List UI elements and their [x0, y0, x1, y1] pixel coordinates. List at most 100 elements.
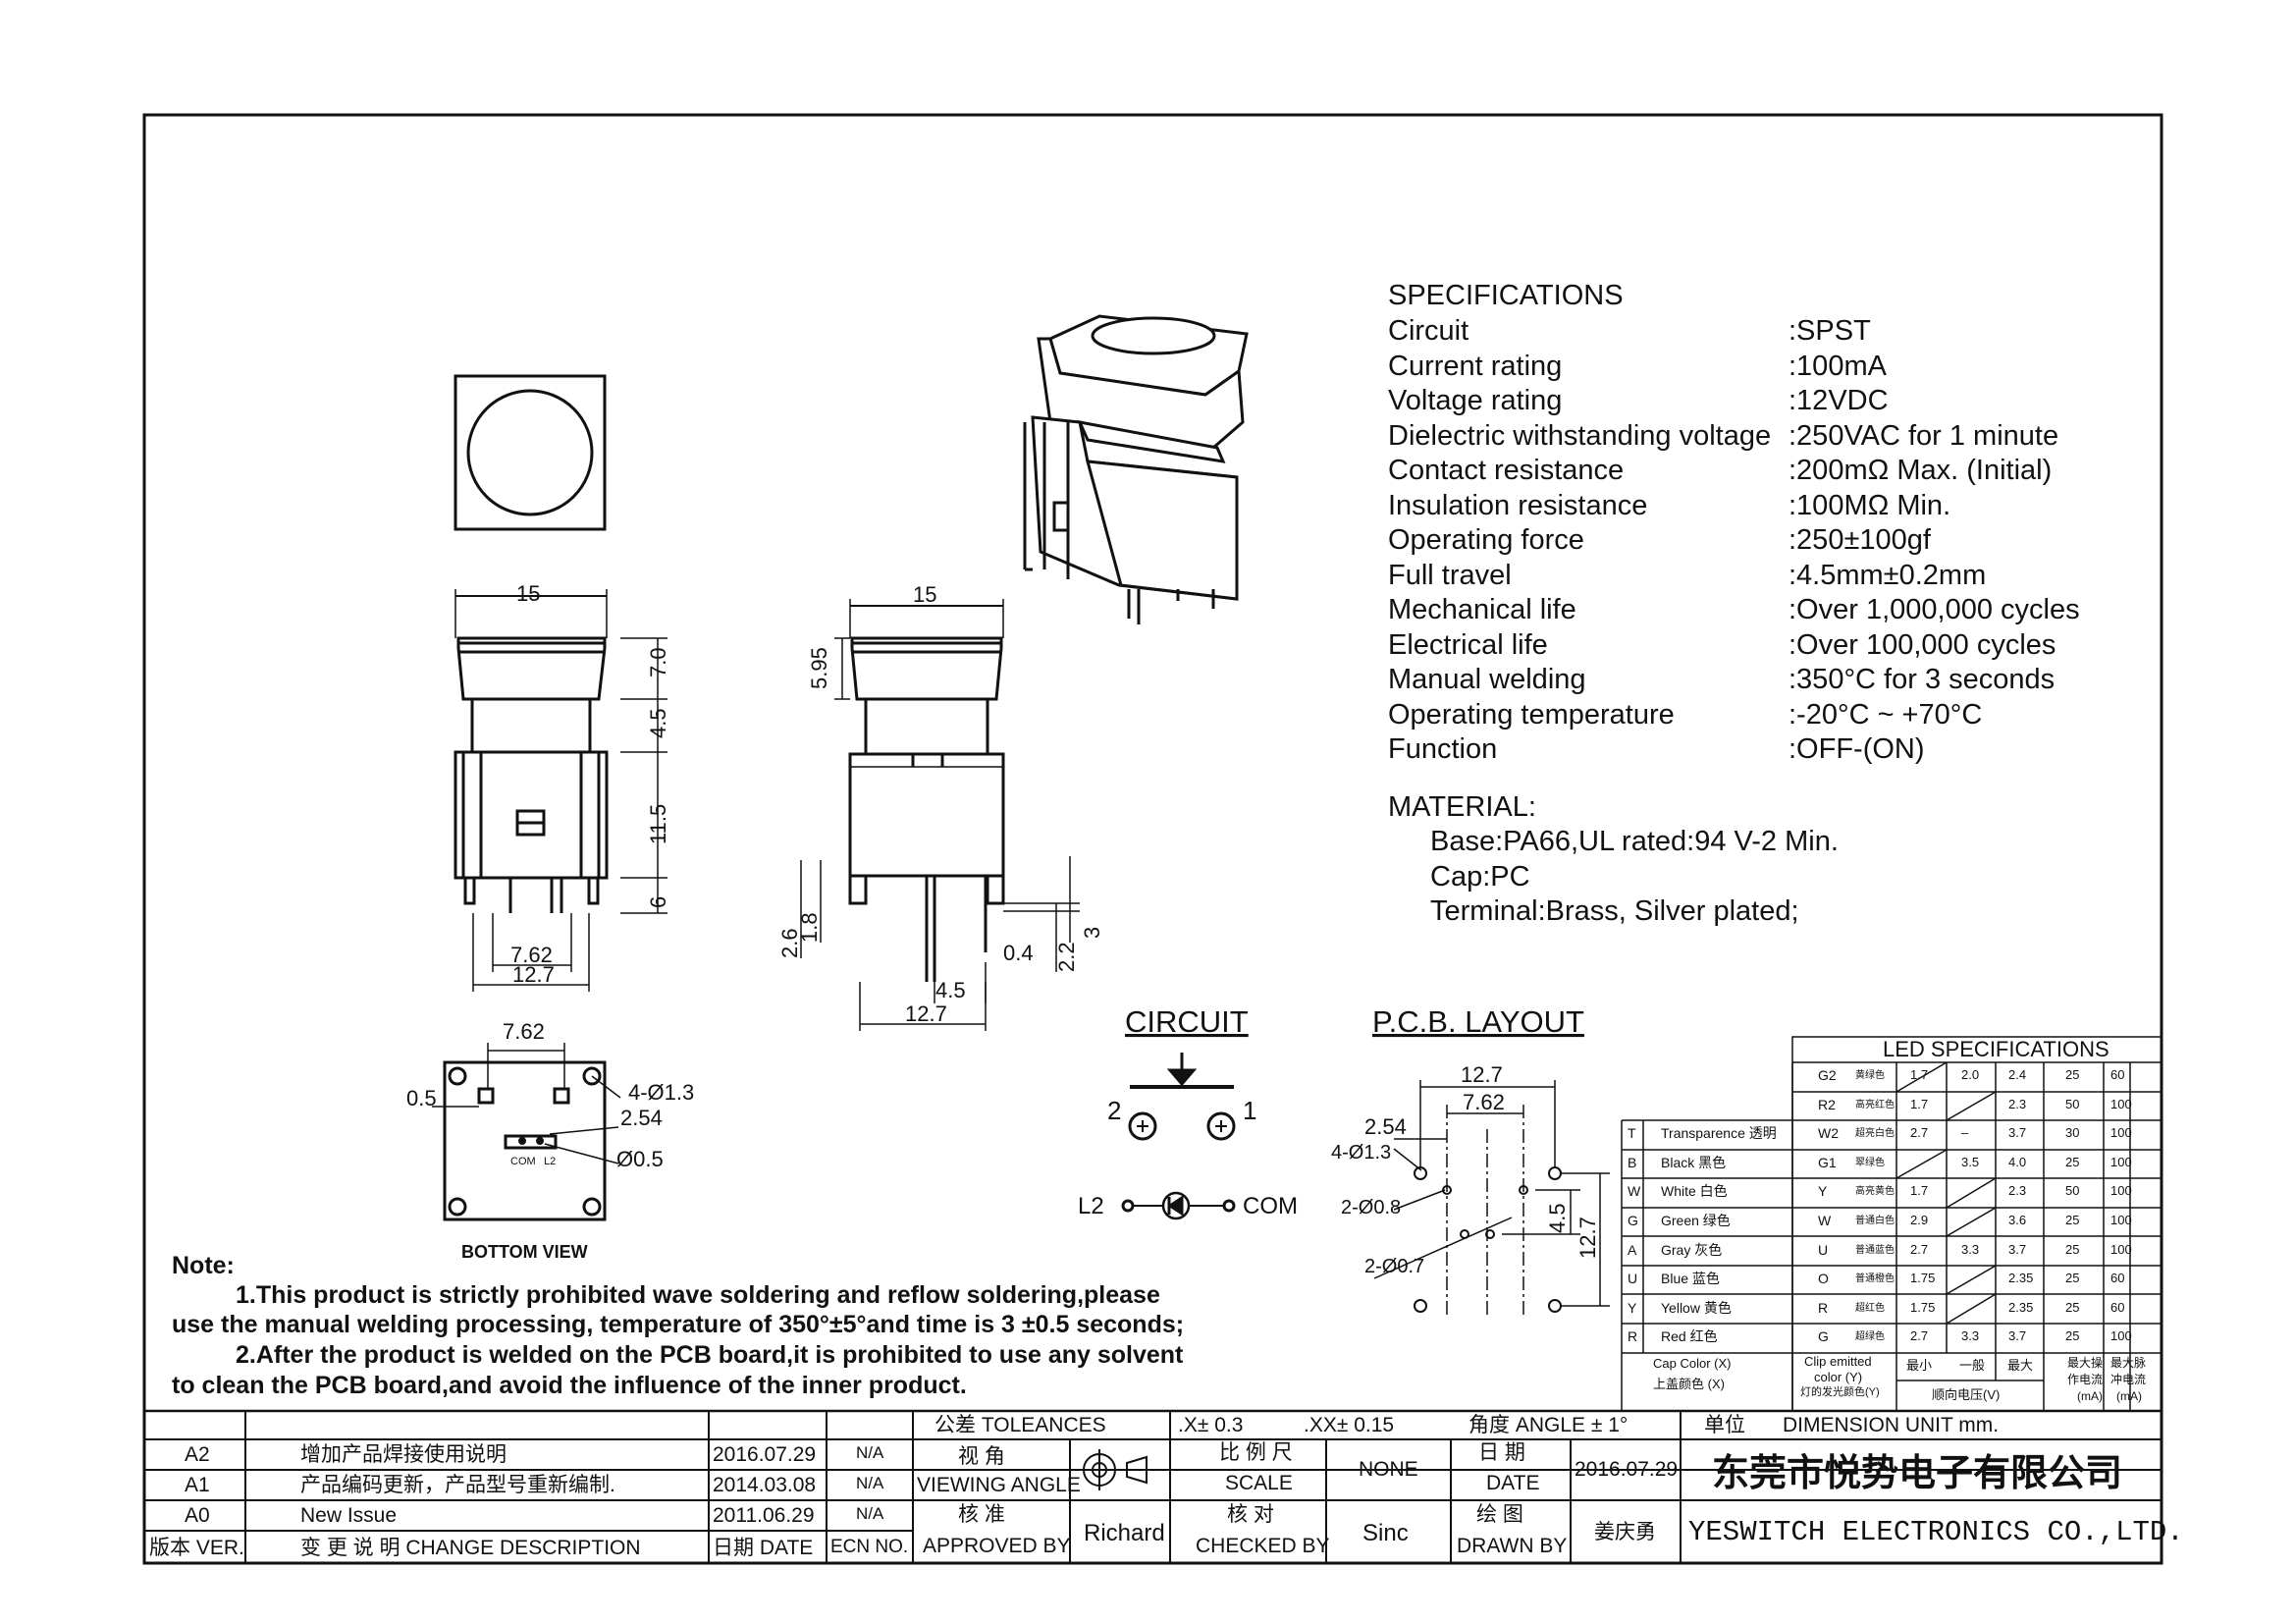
- spec-label: Circuit: [1388, 315, 1469, 347]
- led-cell-code: G1: [1818, 1154, 1837, 1170]
- spec-label: Insulation resistance: [1388, 490, 1648, 521]
- spec-label: Operating temperature: [1388, 699, 1675, 731]
- led-cell-ma: 25: [2065, 1299, 2080, 1315]
- led-cell-v2: 3.3: [1961, 1328, 1980, 1344]
- circuit-title: CIRCUIT: [1125, 1004, 1249, 1039]
- spec-value: :OFF-(ON): [1789, 733, 1925, 765]
- bottom-pitch-label: 7.62: [503, 1019, 545, 1044]
- front-pitch-label: 7.62: [510, 943, 553, 967]
- led-footer-max: 最大: [2007, 1358, 2034, 1373]
- led-cell-pk: 100: [2110, 1328, 2132, 1344]
- led-cell-cap: Transparence 透明: [1661, 1125, 1777, 1142]
- led-cell-side: U: [1628, 1271, 1638, 1287]
- led-cell-code: G: [1818, 1328, 1829, 1345]
- led-cell-pk: 100: [2110, 1154, 2132, 1169]
- revision-ver: A2: [185, 1443, 210, 1466]
- led-cell-side: A: [1628, 1241, 1637, 1258]
- revision-ver: A1: [185, 1474, 210, 1496]
- company-name-cn: 东莞市悦势电子有限公司: [1712, 1453, 2123, 1494]
- tolerance-1: .X± 0.3: [1178, 1414, 1244, 1436]
- led-cell-v3: 3.6: [2008, 1213, 2027, 1227]
- spec-value: :250±100gf: [1789, 524, 1931, 556]
- spec-value: :SPST: [1789, 315, 1871, 347]
- bottom-com-label: COM: [510, 1156, 536, 1167]
- revision-header-date: 日期 DATE: [713, 1537, 814, 1559]
- company-name-en: YESWITCH ELECTRONICS CO.,LTD.: [1688, 1516, 2184, 1548]
- led-cell-pk: 60: [2110, 1299, 2125, 1315]
- revision-desc: 增加产品焊接使用说明: [300, 1443, 507, 1466]
- pcb-pitch-label: 7.62: [1463, 1090, 1505, 1114]
- angle-tolerance: 角度 ANGLE ± 1°: [1468, 1414, 1629, 1436]
- led-footer-cap-color-cn: 上盖颜色 (X): [1653, 1377, 1725, 1391]
- side-dim-3: 4.5: [935, 978, 966, 1002]
- led-footer-typ: 一般: [1959, 1358, 1986, 1373]
- led-cell-v1: 1.7: [1910, 1183, 1929, 1199]
- revision-date: 2016.07.29: [713, 1443, 817, 1466]
- spec-label: Current rating: [1388, 351, 1563, 382]
- led-cell-v3: 3.7: [2008, 1328, 2027, 1344]
- led-cell-side: G: [1628, 1213, 1638, 1228]
- front-body-height-label: 11.5: [646, 804, 670, 844]
- spec-value: :200mΩ Max. (Initial): [1789, 455, 2053, 486]
- led-cell-v3: 2.3: [2008, 1096, 2027, 1111]
- spec-label: Mechanical life: [1388, 594, 1576, 625]
- pcb-v1-label: 4.5: [1545, 1203, 1570, 1233]
- led-cell-cap: Green 绿色: [1661, 1213, 1731, 1228]
- led-cell-ma: 50: [2065, 1183, 2080, 1199]
- led-cell-code: R: [1818, 1299, 1829, 1316]
- led-cell-pk: 100: [2110, 1183, 2132, 1199]
- circuit-com-label: COM: [1243, 1193, 1298, 1219]
- led-footer-clip2: color (Y): [1814, 1370, 1863, 1384]
- side-view: [800, 599, 1080, 1031]
- bottom-offset-label: 0.5: [406, 1086, 437, 1110]
- revision-desc: New Issue: [300, 1504, 398, 1527]
- spec-value: :Over 1,000,000 cycles: [1789, 594, 2080, 625]
- bottom-view-caption: BOTTOM VIEW: [461, 1242, 588, 1262]
- led-footer-clip-cn: 灯的发光颜色(Y): [1800, 1386, 1880, 1398]
- tolerance-2: .XX± 0.15: [1304, 1414, 1395, 1436]
- pcb-layout-diagram: [1373, 1080, 1610, 1316]
- top-view: [454, 374, 607, 531]
- spec-label: Manual welding: [1388, 664, 1586, 695]
- spec-value: :4.5mm±0.2mm: [1789, 560, 1987, 591]
- side-width-label: 15: [913, 582, 936, 607]
- led-cell-pk: 100: [2110, 1125, 2132, 1141]
- led-cell-v1: 1.7: [1910, 1096, 1929, 1111]
- material-line: Cap:PC: [1430, 861, 1530, 893]
- revision-date: 2011.06.29: [713, 1504, 815, 1527]
- front-pin-height-label: 6: [646, 896, 670, 908]
- led-cell-code: G2: [1818, 1067, 1837, 1083]
- revision-ver: A0: [185, 1504, 210, 1527]
- led-cell-v2: 3.3: [1961, 1241, 1980, 1257]
- scale-value: NONE: [1359, 1458, 1418, 1481]
- date-cn: 日 期: [1478, 1441, 1525, 1464]
- led-cell-v1: 1.75: [1910, 1271, 1936, 1286]
- led-table-grid: [1621, 1036, 2163, 1412]
- spec-label: Operating force: [1388, 524, 1584, 556]
- pcb-v2-label: 12.7: [1575, 1217, 1600, 1259]
- led-cell-side: R: [1628, 1328, 1638, 1345]
- front-stem-height-label: 4.5: [646, 708, 670, 738]
- led-footer-vf: 顺向电压(V): [1932, 1387, 2001, 1402]
- led-cell-code: W2: [1818, 1125, 1839, 1142]
- led-cell-cn: 普通橙色: [1855, 1273, 1895, 1285]
- pcb-hole-label: 4-Ø1.3: [1331, 1142, 1391, 1164]
- approved-cn: 核 准: [958, 1503, 1005, 1526]
- note-line: 2.After the product is welded on the PCB…: [236, 1341, 1184, 1369]
- led-cell-cap: White 白色: [1661, 1183, 1728, 1200]
- material-line: Base:PA66,UL rated:94 V-2 Min.: [1430, 826, 1839, 857]
- led-cell-v3: 2.35: [2008, 1299, 2034, 1315]
- viewing-angle-symbol: [1078, 1449, 1148, 1490]
- led-cell-cn: 高亮红色: [1855, 1099, 1895, 1110]
- circuit-pin1-label: 1: [1243, 1096, 1256, 1125]
- checked-cn: 核 对: [1227, 1503, 1274, 1526]
- spec-value: :100mA: [1789, 351, 1887, 382]
- side-dim-1: 2.6: [777, 928, 802, 958]
- material-title: MATERIAL:: [1388, 791, 1536, 823]
- led-cell-v2: 3.5: [1961, 1154, 1980, 1169]
- date-value: 2016.07.29: [1575, 1458, 1679, 1481]
- led-cell-pk: 100: [2110, 1241, 2132, 1257]
- date-label: DATE: [1486, 1472, 1540, 1494]
- spec-label: Contact resistance: [1388, 455, 1625, 486]
